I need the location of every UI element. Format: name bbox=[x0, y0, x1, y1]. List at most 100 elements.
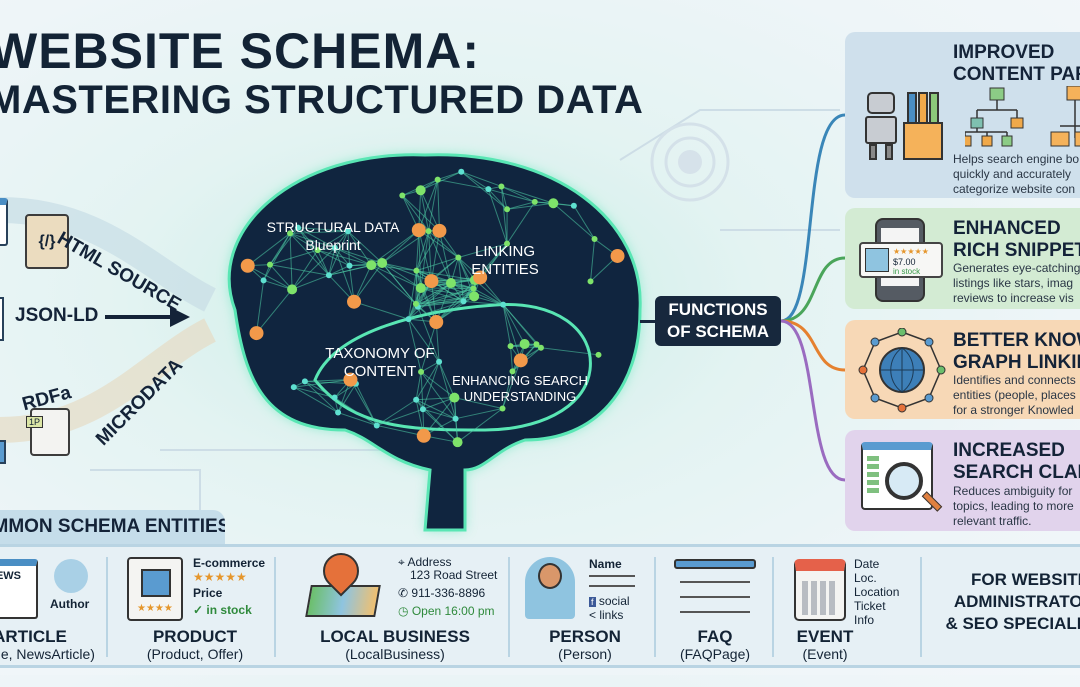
entity-local-business: ⌖ Address 123 Road Street ✆ 911-336-8896… bbox=[290, 547, 500, 665]
author-label: Author bbox=[50, 597, 89, 611]
network-node bbox=[326, 272, 332, 278]
functions-line1: FUNCTIONS bbox=[655, 299, 781, 321]
browser-window-icon bbox=[0, 198, 8, 246]
hours-line: ◷ Open 16:00 pm bbox=[398, 604, 495, 618]
network-node bbox=[458, 169, 464, 175]
entity-name: ARTICLE bbox=[0, 627, 110, 647]
network-node bbox=[435, 177, 441, 183]
network-node bbox=[514, 353, 528, 367]
network-node bbox=[446, 278, 456, 288]
network-node bbox=[453, 416, 459, 422]
product-stock: ✓ in stock bbox=[193, 603, 252, 617]
entity-sub: (Article, NewsArticle) bbox=[0, 646, 110, 662]
brain-label-line: Blueprint bbox=[258, 236, 408, 254]
network-node bbox=[504, 206, 510, 212]
network-node bbox=[432, 224, 446, 238]
links-line: < links bbox=[589, 608, 623, 622]
faq-list-icon bbox=[674, 559, 756, 569]
network-node bbox=[453, 437, 463, 447]
network-node bbox=[250, 326, 264, 340]
person-avatar bbox=[525, 557, 575, 619]
entity-name: EVENT bbox=[780, 627, 870, 647]
product-line: Price bbox=[193, 586, 222, 600]
functions-line2: OF SCHEMA bbox=[655, 321, 781, 343]
network-node bbox=[267, 262, 273, 268]
network-node bbox=[420, 406, 426, 412]
network-node bbox=[287, 284, 297, 294]
entity-sub: (Person) bbox=[515, 646, 655, 662]
network-node bbox=[413, 301, 419, 307]
brain-label-line: ENTITIES bbox=[450, 261, 560, 279]
author-avatar bbox=[54, 559, 88, 593]
network-node bbox=[261, 277, 267, 283]
brain-label-line: STRUCTURAL DATA bbox=[258, 218, 408, 236]
network-node bbox=[426, 228, 432, 234]
network-node bbox=[366, 260, 376, 270]
person-name-label: Name bbox=[589, 557, 622, 571]
doc-file-icon: 1P bbox=[30, 408, 70, 456]
title-line1: WEBSITE SCHEMA: bbox=[0, 22, 480, 80]
network-node bbox=[413, 268, 419, 274]
entity-name: PRODUCT bbox=[115, 627, 275, 647]
entity-name: PERSON bbox=[515, 627, 655, 647]
brain-label-line: LINKING bbox=[450, 243, 560, 261]
json-doc-icon bbox=[0, 297, 4, 341]
network-node bbox=[346, 263, 352, 269]
product-line: E-commerce bbox=[193, 556, 265, 570]
social-line: f social bbox=[589, 594, 630, 609]
network-node bbox=[532, 199, 538, 205]
network-node bbox=[500, 405, 506, 411]
network-node bbox=[498, 183, 504, 189]
network-edge bbox=[421, 288, 474, 289]
entity-name: FAQ bbox=[660, 627, 770, 647]
browser-icon-bottom bbox=[0, 440, 6, 464]
entity-article: NEWS Author ARTICLE (Article, NewsArticl… bbox=[0, 547, 110, 665]
magnifier-icon bbox=[885, 462, 923, 500]
news-page-icon: NEWS bbox=[0, 559, 38, 619]
network-node bbox=[520, 339, 530, 349]
brain-label-line: ENHANCING SEARCH bbox=[445, 373, 595, 389]
brain-label-line: CONTENT bbox=[320, 363, 440, 381]
card-better-knowledge-graph: BETTER KNOWLGRAPH LINKING Identifies and… bbox=[845, 320, 1080, 419]
entity-product: ★★★★ E-commerce ★★★★★ Price ✓ in stock P… bbox=[115, 547, 275, 665]
network-node bbox=[302, 378, 308, 384]
network-node bbox=[611, 249, 625, 263]
network-node bbox=[416, 185, 426, 195]
image-icon bbox=[865, 248, 889, 272]
network-node bbox=[571, 203, 577, 209]
network-node bbox=[592, 236, 598, 242]
entity-sub: (FAQPage) bbox=[660, 646, 770, 662]
address-label: ⌖ Address bbox=[398, 555, 451, 569]
entities-header-text: COMMON SCHEMA ENTITIES bbox=[0, 516, 225, 537]
network-node bbox=[406, 316, 412, 322]
network-node bbox=[500, 302, 506, 308]
entity-sub: (Product, Offer) bbox=[115, 646, 275, 662]
network-node bbox=[548, 198, 558, 208]
network-node bbox=[533, 341, 539, 347]
network-node bbox=[335, 410, 341, 416]
network-node bbox=[424, 274, 438, 288]
faq-lines bbox=[680, 575, 750, 621]
network-node bbox=[347, 295, 361, 309]
network-node bbox=[377, 258, 387, 268]
rich-snippet-card: ★★★★★ $7.00 in stock bbox=[859, 242, 943, 278]
network-node bbox=[412, 223, 426, 237]
entity-sub: (LocalBusiness) bbox=[290, 646, 500, 662]
network-node bbox=[469, 291, 479, 301]
network-node bbox=[461, 298, 467, 304]
network-node bbox=[416, 283, 426, 293]
